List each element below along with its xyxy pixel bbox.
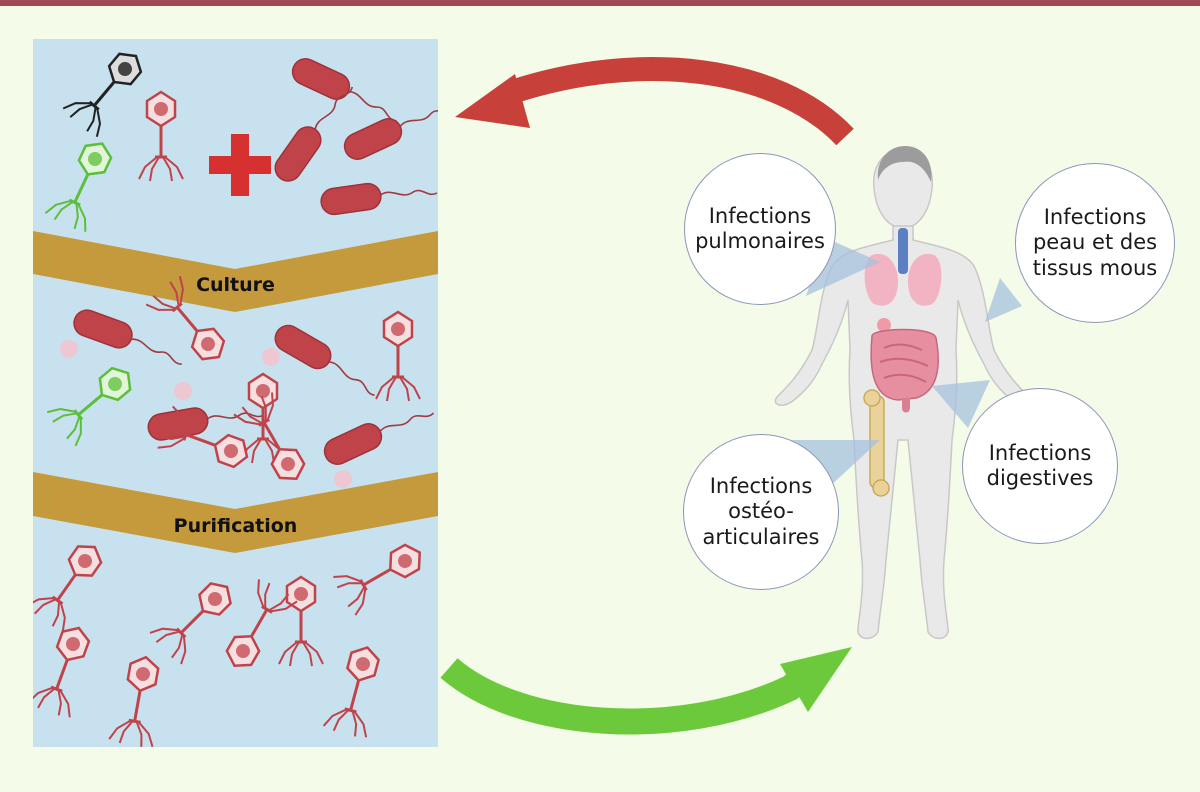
- bacteriophage-icon: [321, 640, 391, 741]
- culture-band: [33, 231, 438, 312]
- purification-band: [33, 472, 438, 553]
- bacteriophage-icon: [60, 40, 155, 140]
- bubble-pulmonary: Infections pulmonaires: [684, 153, 836, 305]
- top-accent-bar: [0, 0, 1200, 6]
- bacteriophage-icon: [374, 310, 422, 403]
- section-culture: [44, 273, 438, 492]
- bacteriophage-icon: [43, 132, 124, 236]
- callout-skin: [985, 278, 1022, 322]
- section-mix: [43, 40, 438, 236]
- culture-label: Culture: [196, 274, 275, 296]
- plus-icon: [209, 134, 271, 196]
- bacteriophage-icon: [330, 531, 433, 618]
- phage-process-panel: Culture Purification: [33, 39, 438, 747]
- bubble-digestive: Infections digestives: [962, 388, 1118, 544]
- section-purified: [33, 531, 433, 747]
- bacteriophage-icon: [44, 354, 144, 449]
- label-digestive: Infections digestives: [986, 440, 1094, 490]
- bacteriophage-icon: [137, 90, 185, 183]
- process-illustration: [33, 40, 438, 747]
- bacteriophage-icon: [107, 651, 170, 747]
- bacterium-icon: [145, 395, 266, 443]
- bacterium-icon: [69, 305, 190, 372]
- bacteriophage-icon: [33, 532, 115, 635]
- bacterium-icon: [269, 319, 385, 403]
- bacterium-icon: [339, 90, 438, 165]
- arrow-green: [440, 647, 852, 735]
- label-pulmonary: Infections pulmonaires: [695, 203, 825, 253]
- bacterium-icon: [287, 53, 406, 128]
- bacteriophage-icon: [33, 619, 101, 721]
- label-osteo: Infections ostéo- articulaires: [702, 474, 820, 549]
- bubble-skin: Infections peau et des tissus mous: [1015, 163, 1175, 323]
- bacteriophage-icon: [231, 389, 318, 492]
- bacteriophage-icon: [277, 575, 325, 668]
- bubble-osteo: Infections ostéo- articulaires: [683, 434, 839, 590]
- purification-label: Purification: [173, 515, 298, 537]
- arrow-red: [455, 57, 854, 146]
- bacterium-icon: [319, 395, 438, 470]
- bacterium-icon: [318, 173, 438, 217]
- label-skin: Infections peau et des tissus mous: [1032, 205, 1158, 280]
